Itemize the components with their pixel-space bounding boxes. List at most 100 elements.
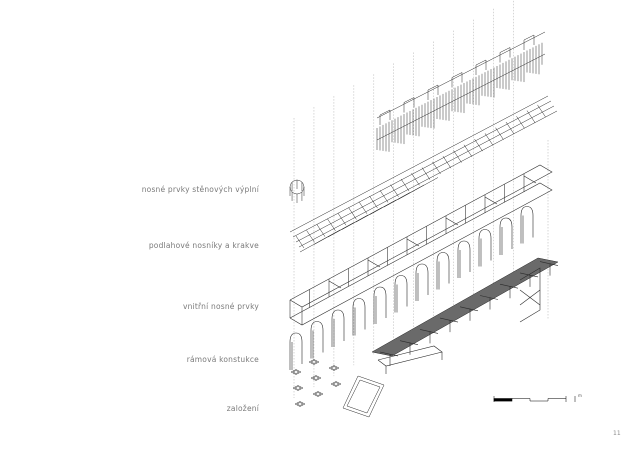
- walkway-rib: [379, 351, 399, 357]
- wall-panel-frame: [475, 59, 487, 75]
- floor-joist: [516, 116, 525, 129]
- footing-pad: [308, 359, 320, 365]
- footing-pad: [312, 391, 324, 397]
- footing-pad: [330, 381, 342, 387]
- floor-joist: [474, 138, 483, 152]
- floor-joist: [379, 190, 389, 203]
- wall-infill-supports-layer: [376, 31, 546, 152]
- walkway-rib: [419, 329, 439, 334]
- footing-pad-inner: [332, 382, 340, 386]
- wall-panel-frame: [427, 84, 439, 100]
- floor-beams-layer: [289, 95, 558, 253]
- arch-frame: [394, 275, 408, 313]
- floor-joist: [358, 201, 368, 214]
- walkway-rib: [539, 261, 559, 266]
- arch-frame: [310, 321, 324, 359]
- floor-joist: [316, 224, 326, 237]
- page-number: 11: [613, 430, 621, 437]
- floor-joist: [327, 218, 336, 232]
- wall-rail: [376, 53, 546, 141]
- floor-joist: [348, 207, 357, 220]
- floor-joist: [369, 195, 378, 209]
- vertical-alignment-dashes: [293, 0, 549, 398]
- footing-pad-inner: [294, 386, 302, 390]
- inner-crossbeam: [445, 217, 459, 226]
- floor-joist: [463, 144, 473, 157]
- floor-joist: [337, 213, 347, 226]
- arch-frame: [499, 217, 513, 255]
- walkway-rib: [479, 295, 499, 300]
- inner-supports-layer: [289, 164, 553, 326]
- arch-frame: [457, 240, 471, 278]
- footing-pad: [292, 385, 304, 391]
- floor-joist: [442, 156, 452, 169]
- wall-panel-frame: [523, 34, 535, 50]
- scale-bar-unit: m: [578, 393, 582, 398]
- arch-frame: [331, 309, 345, 347]
- inner-long-frame-bottom: [289, 182, 553, 326]
- bracket-beam: [397, 177, 439, 200]
- wall-panel-frame: [379, 109, 391, 125]
- inner-long-frame-top: [289, 164, 553, 308]
- floor-joist: [537, 104, 546, 118]
- floor-joist: [421, 167, 431, 180]
- footing-pad-inner: [314, 392, 322, 396]
- inner-crossbeam: [523, 175, 537, 184]
- scale-bar-white-segment: [512, 398, 566, 402]
- floor-beam: [289, 95, 549, 233]
- walkway-rib: [399, 340, 419, 345]
- footing-pad: [310, 375, 322, 381]
- arch-frame: [478, 229, 492, 267]
- walkway-deck: [371, 257, 559, 357]
- walkway-rib: [499, 283, 519, 289]
- floor-joist: [390, 184, 399, 197]
- wall-panel-frame: [403, 97, 415, 113]
- floor-joist: [400, 178, 410, 192]
- layer-label-frame-structure: rámová konstukce: [186, 355, 259, 364]
- arch-frame: [520, 206, 534, 244]
- scale-bar: [493, 396, 576, 402]
- floor-joist: [495, 127, 504, 140]
- wall-panel-frame: [499, 47, 511, 63]
- layer-label-wall-infill-supports: nosné prvky stěnových výplní: [141, 185, 259, 194]
- floor-joist: [484, 133, 494, 146]
- floor-beam: [295, 105, 555, 243]
- arch-frame: [373, 286, 387, 324]
- footing-pad-inner: [296, 402, 304, 406]
- footing-pad-inner: [310, 360, 318, 364]
- layer-label-floor-beams-brackets: podlahové nosníky a krakve: [148, 241, 259, 250]
- floor-joist: [526, 110, 536, 123]
- footing-pad: [328, 365, 340, 371]
- layer-label-inner-supports: vnitřní nosné prvky: [183, 302, 259, 311]
- walkway-support-tower: [519, 267, 541, 323]
- arch-frame: [289, 332, 303, 370]
- floor-joist: [411, 173, 420, 186]
- foundation-layer: [290, 359, 385, 418]
- floor-joist: [453, 150, 462, 163]
- wall-rail: [376, 31, 546, 119]
- footing-pad: [290, 369, 302, 375]
- foundation-slab-inner: [346, 379, 381, 414]
- scale-bar-black-segment: [493, 398, 513, 402]
- arch-frame: [436, 252, 450, 290]
- inner-crossbeam: [484, 196, 498, 205]
- walkway-rib: [459, 306, 479, 312]
- footing-pad: [294, 401, 306, 407]
- floor-joist: [306, 230, 315, 243]
- inner-crossbeam: [328, 280, 342, 289]
- footing-pad-inner: [312, 376, 320, 380]
- floor-beam: [292, 100, 552, 238]
- inner-crossbeam: [367, 259, 381, 268]
- floor-joist: [295, 235, 305, 249]
- floor-joist: [505, 121, 515, 135]
- floor-beam: [298, 110, 558, 248]
- inner-crossbeam: [406, 238, 420, 247]
- footing-pad-inner: [292, 370, 300, 374]
- footing-pad-inner: [330, 366, 338, 370]
- arch-frame: [415, 263, 429, 301]
- tower-brace: [519, 289, 541, 306]
- walkway-rib: [439, 317, 459, 323]
- wall-panel-frame: [451, 72, 463, 88]
- arch-frame: [352, 298, 366, 336]
